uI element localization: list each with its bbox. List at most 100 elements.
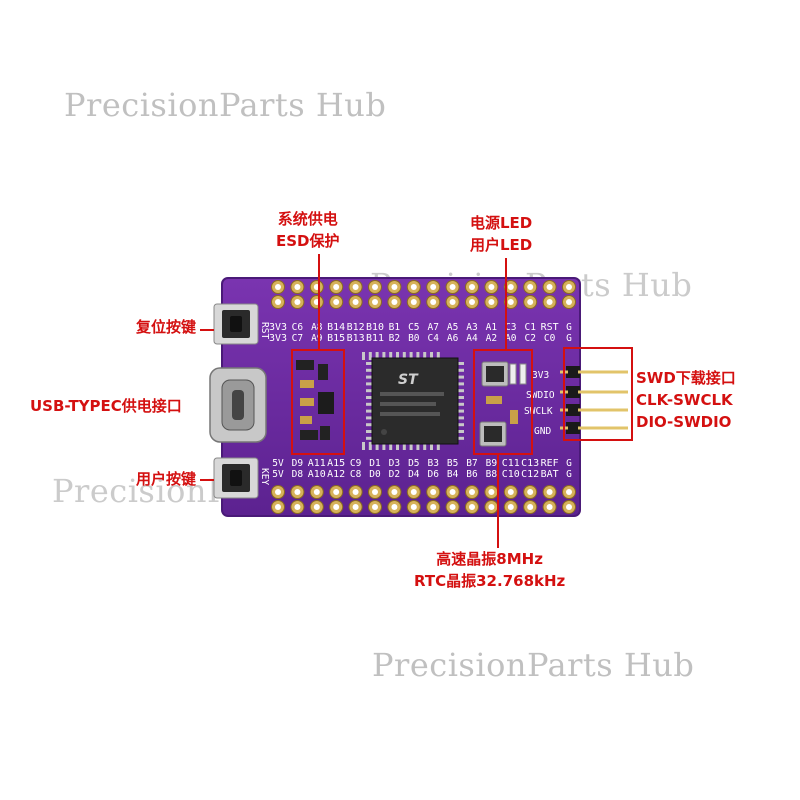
swd-label-swdio: SWDIO (526, 390, 555, 401)
pin-label: 3V3 (269, 322, 287, 333)
callout-swd-line1: SWD下载接口 (636, 369, 736, 387)
pin-label: A1 (486, 322, 498, 333)
header-pin-hole (271, 295, 285, 309)
header-pin-hole (348, 295, 363, 309)
header-pin-hole (387, 280, 402, 294)
pin-label: C12 (521, 469, 539, 480)
pin-label: A3 (466, 322, 477, 333)
pin-label: G (566, 469, 572, 480)
pin-label: B1 (389, 322, 401, 333)
header-pin-hole (271, 280, 285, 294)
pin-label: D8 (292, 469, 304, 480)
header-pin-holes (271, 280, 576, 514)
usb-c-port (209, 367, 267, 443)
header-pin-hole (309, 485, 324, 499)
header-pin-hole (503, 500, 518, 514)
header-pin-hole (426, 295, 441, 309)
header-pin-hole (271, 485, 285, 499)
header-pin-hole (368, 295, 382, 309)
pin-label: 5V (272, 469, 284, 480)
header-pin-hole (387, 295, 402, 309)
header-pin-hole (484, 485, 499, 499)
led-highlight-box (473, 349, 533, 455)
header-pin-hole (290, 280, 305, 294)
callout-user-key: 用户按键 (136, 470, 197, 488)
pin-label: D1 (369, 458, 381, 469)
header-pin-hole (406, 500, 421, 514)
pin-label: B2 (389, 333, 400, 344)
swd-highlight-box (563, 347, 633, 441)
swd-label-gnd: GND (534, 426, 551, 437)
pin-label: BAT (541, 469, 559, 480)
header-pin-hole (329, 500, 344, 514)
pin-label: A6 (447, 333, 459, 344)
header-pin-hole (329, 295, 344, 309)
header-pin-hole (503, 485, 518, 499)
pin-label: B12 (347, 322, 365, 333)
header-pin-hole (309, 295, 324, 309)
pin-label: C2 (524, 333, 535, 344)
header-pin-hole (562, 485, 576, 499)
pin-label: C4 (427, 333, 439, 344)
callout-swd-line2: CLK-SWCLK (636, 391, 733, 409)
capacitor (510, 410, 518, 424)
header-pin-hole (465, 485, 479, 499)
pin-label: D2 (389, 469, 400, 480)
callout-swd-line3: DIO-SWDIO (636, 413, 732, 431)
callout-crystal: 高速晶振8MHz RTC晶振32.768kHz (414, 548, 565, 592)
pin-label: B11 (366, 333, 384, 344)
header-pin-hole (562, 500, 576, 514)
header-pin-hole (542, 485, 557, 499)
pin-label: B9 (486, 458, 498, 469)
pin-label: C5 (408, 322, 419, 333)
header-pin-hole (290, 500, 305, 514)
header-pin-hole (348, 485, 363, 499)
header-pin-hole (465, 280, 479, 294)
callout-swd: SWD下载接口 CLK-SWCLK DIO-SWDIO (636, 367, 736, 433)
header-pin-hole (348, 500, 363, 514)
watermark-text: PrecisionParts Hub (372, 646, 695, 684)
reset-button (213, 303, 259, 345)
header-pin-hole (465, 500, 479, 514)
pin-label: A2 (486, 333, 497, 344)
pin-label: C13 (521, 458, 539, 469)
header-pin-hole (426, 280, 441, 294)
pin-label: B7 (466, 458, 477, 469)
header-pin-hole (562, 295, 576, 309)
header-pin-hole (523, 500, 538, 514)
header-pin-hole (445, 295, 460, 309)
key-label: KEY (259, 468, 270, 485)
crystal-8mhz (481, 361, 509, 387)
header-pin-hole (542, 295, 557, 309)
pin-label: B14 (327, 322, 345, 333)
header-pin-hole (406, 280, 421, 294)
header-pin-hole (484, 295, 499, 309)
callout-markers (200, 254, 633, 548)
pin-label: D4 (408, 469, 420, 480)
pin-label: B6 (466, 469, 478, 480)
pin-label: G (566, 333, 572, 344)
pin-label: B10 (366, 322, 384, 333)
pin-label: A10 (308, 469, 326, 480)
header-pin-hole (368, 500, 382, 514)
header-pin-hole (290, 485, 305, 499)
pin-label: C1 (524, 322, 536, 333)
header-pin-hole (484, 280, 499, 294)
header-pin-hole (368, 485, 382, 499)
header-pin-hole (406, 485, 421, 499)
pin-label: D6 (427, 469, 439, 480)
pin-label: RST (541, 322, 559, 333)
pin-label: A4 (466, 333, 478, 344)
pin-label: B4 (447, 469, 459, 480)
callout-reset: 复位按键 (136, 318, 197, 336)
pin-label: C8 (350, 469, 362, 480)
pin-label: C0 (544, 333, 556, 344)
pin-label: A15 (327, 458, 345, 469)
callout-crystal-line1: 高速晶振8MHz (436, 550, 543, 568)
pin-label: G (566, 322, 572, 333)
header-pin-hole (523, 485, 538, 499)
swd-label-3v3: 3V3 (532, 370, 549, 381)
pin-label: B5 (447, 458, 458, 469)
